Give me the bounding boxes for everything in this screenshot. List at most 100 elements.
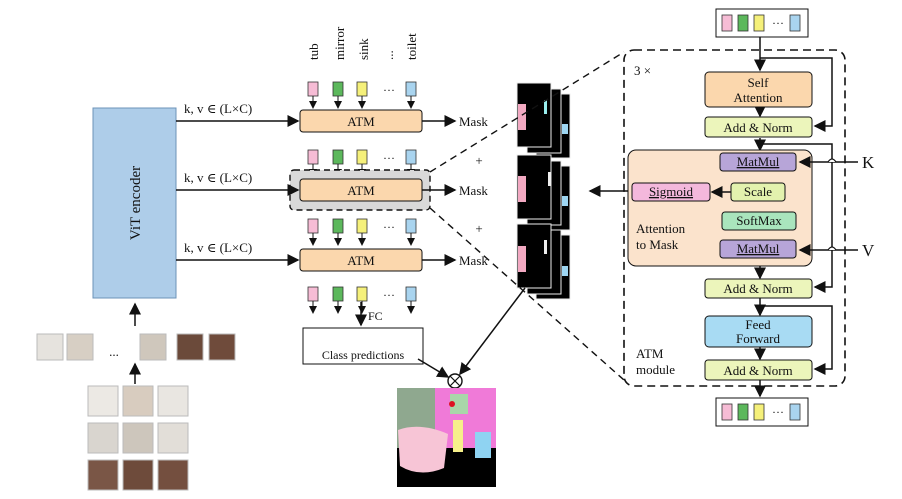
skip-attention-mask [760, 143, 833, 293]
attention-to-mask-region [627, 149, 813, 267]
query-token [332, 81, 344, 97]
add-norm-box-2 [704, 278, 813, 299]
mask-label-1: Mask [459, 114, 488, 129]
module-title-line1: ATM [636, 346, 664, 361]
kv-label-2: k, v ∈ (L×C) [184, 170, 252, 185]
class-name-toilet: toilet [404, 33, 419, 60]
query-token [332, 149, 344, 165]
query-token [405, 81, 417, 97]
mask-to-otimes-arrow [459, 287, 526, 376]
query-token [332, 218, 344, 234]
v-label: V [862, 241, 875, 260]
strip-token [789, 403, 801, 421]
token-dots: ··· [383, 288, 395, 302]
add-norm-box-1 [704, 116, 813, 138]
strip-token [721, 403, 733, 421]
atm-block-3: ATM [299, 248, 423, 272]
patch-grid [87, 385, 189, 491]
plus-sign-2: + [475, 221, 482, 236]
class-name-mirror: mirror [332, 26, 347, 60]
module-title-line2: module [636, 362, 675, 377]
class-name-sink: sink [356, 38, 371, 60]
mask-label-2: Mask [459, 183, 488, 198]
sigmoid-box [631, 182, 711, 202]
query-token [356, 218, 368, 234]
feed-forward-box [704, 315, 813, 348]
svg-text:Add & Norm: Add & Norm [723, 120, 792, 135]
svg-text:ATM: ATM [347, 183, 375, 198]
token-dots: ··· [383, 151, 395, 165]
query-token [356, 149, 368, 165]
self-attention-line1: Self [748, 75, 770, 90]
attention-to-mask-line2: to Mask [636, 237, 679, 252]
patch-thumb [176, 333, 204, 361]
atm-block-1: ATM [299, 109, 423, 133]
patch-thumb [36, 333, 64, 361]
matmul-box-1 [719, 152, 797, 172]
svg-text:Forward: Forward [736, 331, 781, 346]
strip-token [753, 403, 765, 421]
class-name-tub: tub [306, 43, 321, 60]
mask-stack-1 [516, 82, 571, 159]
self-attention-box [704, 71, 813, 108]
class-name-ellipsis: ... [381, 50, 396, 60]
svg-text:Sigmoid: Sigmoid [649, 184, 694, 199]
patch-row: ... [36, 333, 236, 361]
fc-label: FC [368, 309, 383, 323]
strip-dots: ··· [772, 16, 784, 30]
strip-token [753, 14, 765, 32]
pred-to-otimes-arrow [417, 358, 450, 378]
svg-text:MatMul: MatMul [737, 154, 780, 169]
zoom-line-top [429, 51, 625, 173]
svg-text:Scale: Scale [744, 184, 772, 199]
svg-text:Feed: Feed [745, 317, 771, 332]
class-predictions-label: Class predictions [322, 348, 405, 362]
top-token-strip: ··· [721, 14, 801, 32]
svg-text:ATM: ATM [347, 253, 375, 268]
add-norm-box-3 [704, 359, 813, 381]
mask-stack-2 [516, 154, 571, 231]
patch-thumb [66, 333, 94, 361]
bottom-token-strip: ··· [721, 403, 801, 421]
plus-sign-1: + [475, 153, 482, 168]
query-token [356, 81, 368, 97]
query-token [307, 286, 319, 302]
patch-ellipsis: ... [109, 344, 119, 359]
svg-text:ATM: ATM [347, 114, 375, 129]
svg-text:Add & Norm: Add & Norm [723, 363, 792, 378]
patch-thumb [208, 333, 236, 361]
vit-encoder-box [92, 107, 177, 299]
mask-label-3: Mask [459, 253, 488, 268]
query-token [332, 286, 344, 302]
query-token [405, 218, 417, 234]
query-token [307, 81, 319, 97]
query-token [405, 286, 417, 302]
token-dots: ··· [383, 220, 395, 234]
strip-token [737, 14, 749, 32]
strip-token [721, 14, 733, 32]
k-label: K [862, 153, 875, 172]
vit-encoder-label: ViT encoder [128, 166, 144, 240]
kv-label-3: k, v ∈ (L×C) [184, 240, 252, 255]
query-token [356, 286, 368, 302]
strip-token [737, 403, 749, 421]
segmentation-output [397, 388, 496, 487]
svg-text:Add & Norm: Add & Norm [723, 281, 792, 296]
kv-label-1: k, v ∈ (L×C) [184, 101, 252, 116]
skip-self-attention [760, 57, 833, 132]
matmul-box-2 [719, 239, 797, 259]
query-token [307, 218, 319, 234]
patch-thumb [139, 333, 167, 361]
module-repeat-label: 3 × [634, 63, 651, 78]
token-dots: ··· [383, 83, 395, 97]
mask-stack-3 [516, 223, 571, 300]
query-token [307, 149, 319, 165]
svg-text:MatMul: MatMul [737, 241, 780, 256]
zoom-line-bottom [429, 207, 625, 381]
atm-block-2: ATM [299, 178, 423, 202]
strip-token [789, 14, 801, 32]
self-attention-line2: Attention [733, 90, 783, 105]
attention-to-mask-line1: Attention [636, 221, 686, 236]
